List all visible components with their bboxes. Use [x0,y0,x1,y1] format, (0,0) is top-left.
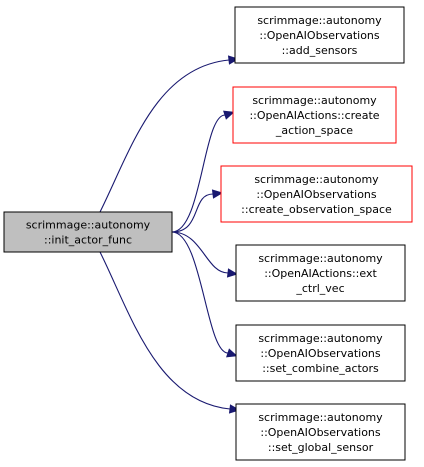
call-edge [171,231,229,354]
node-add-sensors-box [234,6,405,64]
node-set-global-sensor-box [235,403,406,461]
node-set-combine-actors-label-line: ::set_combine_actors [262,362,379,375]
node-create-action-space-box [232,86,397,144]
call-edge [99,59,230,213]
node-create-action-space-label-line: _action_space [275,124,353,137]
arrowhead [226,348,238,358]
node-add-sensors-label-line: ::OpenAIObservations [259,29,380,42]
node-set-combine-actors-box [235,324,406,382]
node-init-actor-func-label-line: ::init_actor_func [44,234,132,247]
node-set-combine-actors[interactable]: scrimmage::autonomy::OpenAIObservations:… [235,324,406,382]
node-create-action-space-label-line: scrimmage::autonomy [252,94,377,107]
node-create-action-space-label-line: ::OpenAIActions::create [249,109,379,122]
call-edge [171,231,229,274]
node-set-combine-actors-label-line: scrimmage::autonomy [258,332,383,345]
call-edge [99,251,231,410]
node-ext-ctrl-vec-label-line: scrimmage::autonomy [258,252,383,265]
node-create-observation-space-label-line: scrimmage::autonomy [254,173,379,186]
node-ext-ctrl-vec[interactable]: scrimmage::autonomy::OpenAIActions::ext_… [235,244,406,302]
node-ext-ctrl-vec-box [235,244,406,302]
node-add-sensors[interactable]: scrimmage::autonomy::OpenAIObservations:… [234,6,405,64]
node-set-combine-actors-label-line: ::OpenAIObservations [260,347,381,360]
node-add-sensors-label-line: scrimmage::autonomy [257,14,382,27]
call-edge [171,114,226,233]
arrowhead [226,268,239,278]
node-set-global-sensor[interactable]: scrimmage::autonomy::OpenAIObservations:… [235,403,406,461]
arrowhead [211,189,224,199]
node-set-global-sensor-label-line: ::set_global_sensor [268,441,374,454]
call-edge [171,193,214,233]
arrowhead [228,404,241,414]
node-create-observation-space-box [220,165,413,223]
node-ext-ctrl-vec-label-line: _ctrl_vec [295,282,344,295]
node-set-global-sensor-label-line: scrimmage::autonomy [258,411,383,424]
node-init-actor-func-box [3,211,173,253]
node-add-sensors-label-line: ::add_sensors [282,44,358,57]
node-create-action-space[interactable]: scrimmage::autonomy::OpenAIActions::crea… [232,86,397,144]
node-ext-ctrl-vec-label-line: ::OpenAIActions::ext [264,267,377,280]
node-create-observation-space-label-line: ::OpenAIObservations [256,188,377,201]
arrowhead [227,55,240,65]
node-create-observation-space[interactable]: scrimmage::autonomy::OpenAIObservations:… [220,165,413,223]
node-init-actor-func-label-line: scrimmage::autonomy [26,219,151,232]
node-set-global-sensor-label-line: ::OpenAIObservations [260,426,381,439]
arrowhead [223,110,235,120]
node-create-observation-space-label-line: ::create_observation_space [241,203,392,216]
node-init-actor-func[interactable]: scrimmage::autonomy::init_actor_func [3,211,173,253]
